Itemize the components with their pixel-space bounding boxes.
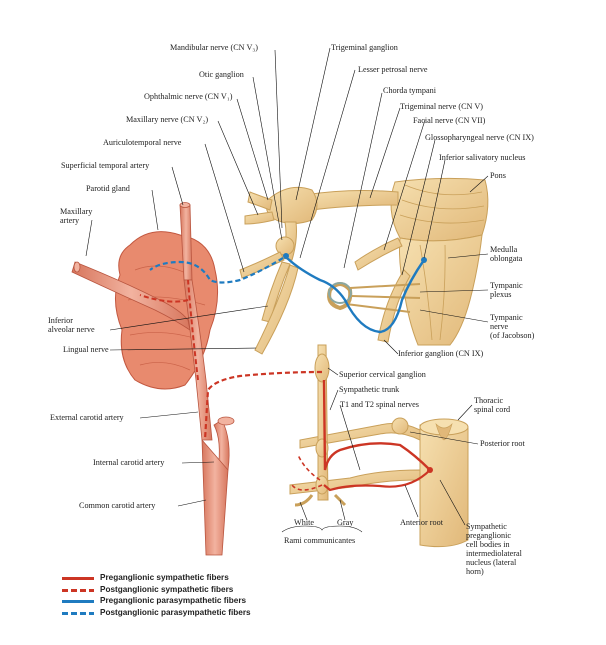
- label-rami-communicantes: Rami communicantes: [284, 536, 356, 545]
- spinal-segment: [289, 344, 469, 548]
- label-medulla-line1: Medulla: [490, 245, 518, 254]
- label-maxillary-artery-line2: artery: [60, 216, 80, 225]
- label-thoracic-cord-line2: spinal cord: [474, 405, 511, 414]
- legend: Preganglionic sympathetic fibers Postgan…: [62, 573, 302, 619]
- label-inferior-salivatory: Inferior salivatory nucleus: [439, 153, 526, 162]
- label-maxillary-artery-line1: Maxillary: [60, 207, 93, 216]
- fiber-pathways: [139, 253, 433, 492]
- spinal-nerve-lower: [289, 469, 421, 495]
- label-tympanic-nerve-line1: Tympanic: [490, 313, 523, 322]
- label-pons: Pons: [490, 171, 506, 180]
- label-medulla-line2: oblongata: [490, 254, 523, 263]
- auriculotemporal-branch: [239, 251, 285, 279]
- label-white: White: [294, 518, 315, 527]
- sympathetic-postganglionic-path: [203, 370, 323, 441]
- label-t1-t2: T1 and T2 spinal nerves: [340, 400, 419, 409]
- sympathetic-preganglionic-path: [322, 379, 431, 471]
- label-inferior-alveolar-line2: alveolar nerve: [48, 325, 95, 334]
- legend-label: Preganglionic parasympathetic fibers: [100, 596, 247, 606]
- maxillary-branch: [244, 211, 275, 225]
- common-carotid-shape: [201, 438, 229, 556]
- label-tympanic-nerve-line3: (of Jacobson): [490, 331, 535, 340]
- label-lingual-nerve: Lingual nerve: [63, 345, 109, 354]
- label-symp-cells-line5: nucleus (lateral: [466, 558, 517, 567]
- label-symp-cells-line4: intermediolateral: [466, 549, 522, 558]
- label-common-carotid: Common carotid artery: [79, 501, 156, 510]
- label-symp-cells-line2: preganglionic: [466, 531, 512, 540]
- lingual-branch: [254, 264, 299, 355]
- parasympathetic-postganglionic-path: [149, 257, 284, 284]
- label-trigeminal-nerve: Trigeminal nerve (CN V): [400, 102, 484, 111]
- pons-shape: [390, 177, 489, 242]
- arteries: [71, 202, 235, 556]
- facial-nerve-trunk: [354, 237, 403, 271]
- label-superior-cervical: Superior cervical ganglion: [339, 370, 426, 379]
- label-parotid-gland: Parotid gland: [86, 184, 130, 193]
- legend-item: Postganglionic parasympathetic fibers: [62, 608, 302, 618]
- tympanic-plexus-shape: [328, 282, 352, 304]
- parasympathetic-preganglionic-path: [286, 257, 425, 334]
- label-trigeminal-ganglion: Trigeminal ganglion: [331, 43, 398, 52]
- legend-swatch-post-parasymp: [62, 611, 94, 615]
- label-inferior-alveolar-line1: Inferior: [48, 316, 74, 325]
- label-tympanic-plexus-line1: Tympanic: [490, 281, 523, 290]
- label-mandibular-nerve: Mandibular nerve (CN V₃): [170, 43, 258, 52]
- legend-label: Postganglionic sympathetic fibers: [100, 584, 234, 594]
- label-sympathetic-trunk: Sympathetic trunk: [339, 385, 400, 394]
- label-chorda-tympani: Chorda tympani: [383, 86, 436, 95]
- ophthalmic-branch: [247, 191, 273, 211]
- legend-item: Preganglionic sympathetic fibers: [62, 573, 302, 583]
- legend-label: Postganglionic parasympathetic fibers: [100, 607, 251, 617]
- legend-swatch-post-symp: [62, 588, 94, 592]
- label-superficial-temporal-artery: Superficial temporal artery: [61, 161, 150, 170]
- label-symp-cells-line1: Sympathetic: [466, 522, 507, 531]
- legend-item: Postganglionic sympathetic fibers: [62, 585, 302, 595]
- label-inferior-ganglion: Inferior ganglion (CN IX): [398, 349, 484, 358]
- label-otic-ganglion: Otic ganglion: [199, 70, 244, 79]
- legend-swatch-pre-parasymp: [62, 600, 94, 604]
- label-maxillary-nerve: Maxillary nerve (CN V₂): [126, 115, 209, 124]
- label-thoracic-cord-line1: Thoracic: [474, 396, 504, 405]
- label-facial-nerve: Facial nerve (CN VII): [413, 116, 486, 125]
- medulla-shape: [399, 234, 483, 346]
- label-symp-cells-line6: horn): [466, 567, 484, 576]
- label-posterior-root: Posterior root: [480, 439, 525, 448]
- label-external-carotid: External carotid artery: [50, 413, 124, 422]
- label-gray: Gray: [337, 518, 354, 527]
- legend-swatch-pre-symp: [62, 577, 94, 580]
- leader-lines: [85, 47, 489, 533]
- label-auriculotemporal-nerve: Auriculotemporal nerve: [103, 138, 182, 147]
- label-glossopharyngeal-nerve: Glossopharyngeal nerve (CN IX): [425, 133, 534, 142]
- glossopharyngeal-trunk: [377, 269, 411, 343]
- label-ophthalmic-nerve: Ophthalmic nerve (CN V₁): [144, 92, 233, 101]
- label-tympanic-nerve-line2: nerve: [490, 322, 509, 331]
- label-anterior-root: Anterior root: [400, 518, 443, 527]
- label-tympanic-plexus-line2: plexus: [490, 290, 512, 299]
- legend-label: Preganglionic sympathetic fibers: [100, 573, 229, 582]
- label-internal-carotid: Internal carotid artery: [93, 458, 165, 467]
- legend-item: Preganglionic parasympathetic fibers: [62, 596, 302, 606]
- label-lesser-petrosal: Lesser petrosal nerve: [358, 65, 428, 74]
- label-symp-cells-line3: cell bodies in: [466, 540, 510, 549]
- superior-cervical-ganglion-shape: [314, 353, 330, 383]
